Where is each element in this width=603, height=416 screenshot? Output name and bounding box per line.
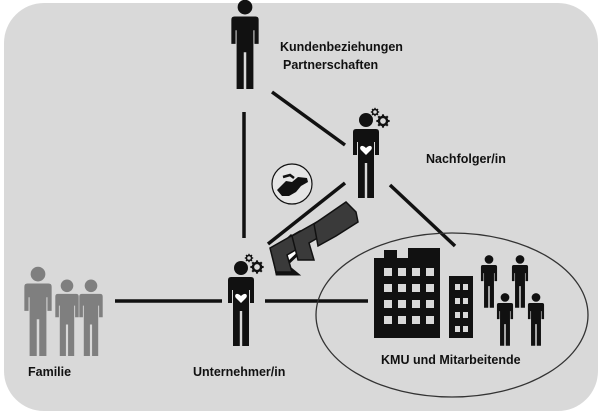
line-nachfolger-kmu	[388, 183, 457, 248]
heart-icon	[360, 145, 372, 155]
label-partnerschaften: Partnerschaften	[283, 58, 379, 72]
line-kunden-nachfolger	[270, 90, 347, 147]
label-kmu: KMU und Mitarbeitende	[381, 353, 521, 367]
connection-lines	[115, 90, 457, 303]
label-familie: Familie	[28, 365, 72, 379]
building-icon	[374, 248, 473, 338]
chevron-arrow-icon	[269, 201, 359, 273]
label-unternehmer: Unternehmer/in	[193, 365, 286, 379]
label-kundenbeziehungen: Kundenbeziehungen	[280, 40, 403, 54]
nachfolger-person	[353, 107, 391, 198]
handshake-icon	[271, 163, 313, 205]
heart-icon	[235, 293, 247, 303]
unternehmer-person	[228, 253, 265, 346]
kmu-ellipse	[315, 232, 589, 398]
label-nachfolger: Nachfolger/in	[426, 152, 506, 166]
line-nachfolger-unternehmer	[266, 181, 347, 246]
